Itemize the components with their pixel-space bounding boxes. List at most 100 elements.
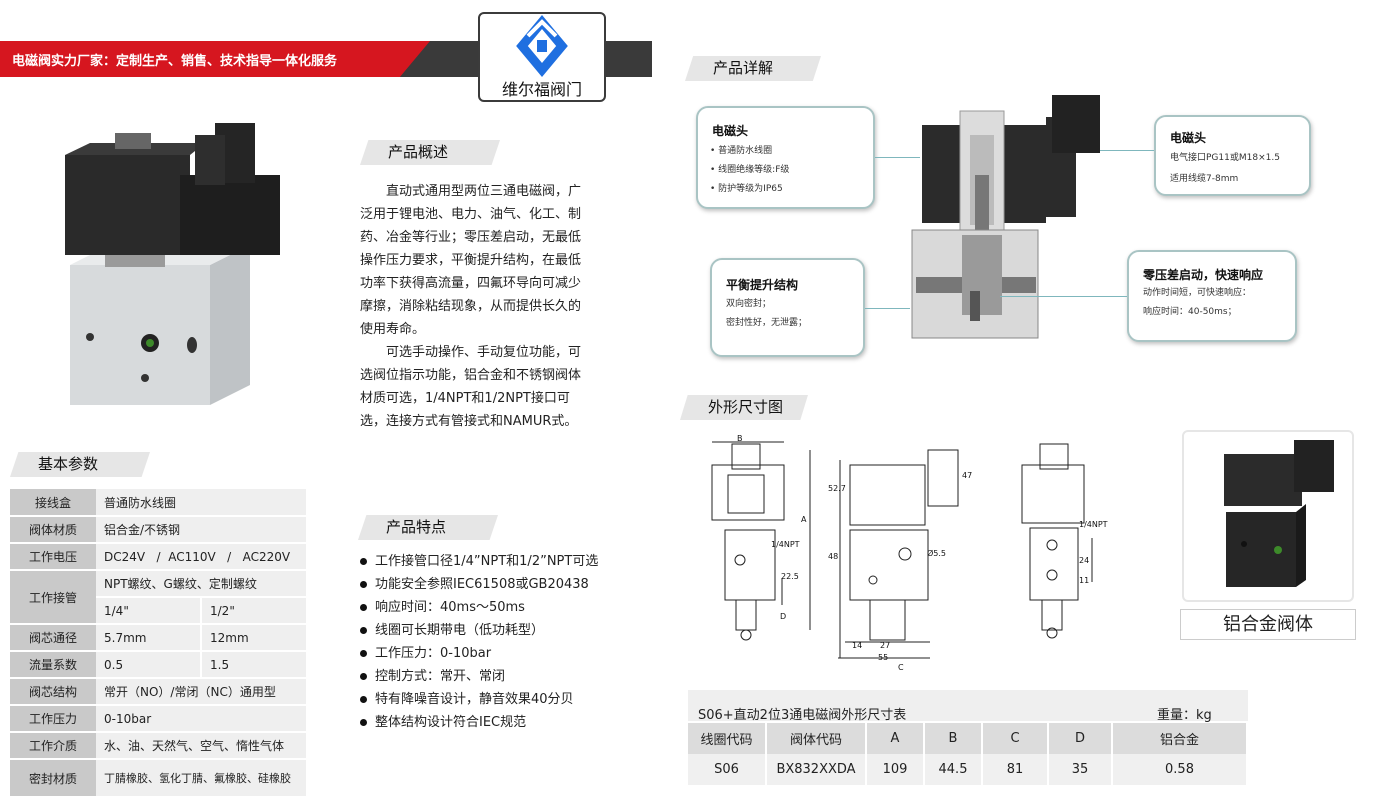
feature-item: 控制方式：常开、常闭 — [360, 665, 610, 688]
overview-line: 操作压力要求，平衡提升结构，在最低 — [360, 253, 582, 268]
overview-title: 产品概述 — [360, 140, 500, 165]
param-label: 工作介质 — [10, 732, 96, 760]
overview-line: 选阀位指示功能，铝合金和不锈钢阀体 — [360, 368, 582, 383]
features-list: 工作接管口径1/4”NPT和1/2”NPT可选功能安全参照IEC61508或GB… — [360, 550, 610, 734]
table-cell: 44.5 — [924, 754, 983, 785]
dim-label: C — [898, 663, 904, 672]
details-title: 产品详解 — [685, 56, 821, 81]
callout-balance: 平衡提升结构 双向密封； 密封性好，无泄露； — [710, 258, 865, 357]
table-cell: 0.58 — [1112, 754, 1248, 785]
logo — [478, 12, 606, 102]
callout-connector — [865, 308, 910, 309]
feature-text: 控制方式：常开、常闭 — [375, 669, 506, 684]
bullet-icon — [360, 604, 367, 611]
table-row: 密封材质丁腈橡胶、氢化丁腈、氟橡胶、硅橡胶 — [10, 759, 306, 798]
param-value: 铝合金/不锈钢 — [96, 516, 306, 544]
callout-line: 响应时间：40-50ms； — [1143, 307, 1237, 317]
dim-label: A — [801, 515, 807, 524]
dim-label: 55 — [878, 653, 889, 662]
table-header: 线圈代码 — [688, 723, 767, 754]
banner-text: 电磁阀实力厂家：定制生产、销售、技术指导一体化服务 — [12, 54, 338, 69]
param-label: 接线盒 — [10, 489, 96, 517]
table-row: 阀体材质铝合金/不锈钢 — [10, 516, 306, 544]
aluminum-body-photo — [1182, 430, 1354, 602]
param-value: 5.7mm — [96, 624, 202, 652]
callout-line: 适用线缆7-8mm — [1170, 174, 1239, 184]
callout-line: 密封性好，无泄露； — [726, 318, 808, 328]
feature-item: 特有降噪音设计，静音效果40分贝 — [360, 688, 610, 711]
dim-label: 22.5 — [781, 572, 799, 581]
table-header: 阀体代码 — [766, 723, 867, 754]
table-cell: 109 — [866, 754, 925, 785]
dimension-drawings — [711, 441, 1093, 659]
bullet-icon — [360, 696, 367, 703]
param-value: 1/2" — [201, 597, 306, 625]
param-value: 普通防水线圈 — [96, 489, 306, 517]
param-value: 0.5 — [96, 651, 202, 679]
table-row: 1/4"1/2" — [10, 597, 306, 625]
overview-line: 摩擦，消除粘结现象，从而提供长久的 — [360, 299, 582, 314]
bullet-icon — [360, 627, 367, 634]
banner-red-strip — [0, 41, 430, 77]
table-row: 接线盒普通防水线圈 — [10, 489, 306, 517]
feature-text: 响应时间：40ms～50ms — [375, 600, 525, 615]
photo-caption: 铝合金阀体 — [1180, 609, 1356, 640]
table-header: A — [866, 723, 925, 754]
table-cell: S06 — [688, 754, 767, 785]
overview-line: 药、冶金等行业；零压差启动，无最低 — [360, 230, 582, 245]
dim-label: 52.7 — [828, 484, 846, 493]
table-row: 阀芯结构常开（NO）/常闭（NC）通用型 — [10, 678, 306, 706]
table-cell: 81 — [982, 754, 1049, 785]
feature-text: 工作接管口径1/4”NPT和1/2”NPT可选 — [375, 554, 599, 569]
table-header: B — [924, 723, 983, 754]
feature-text: 线圈可长期带电（低功耗型） — [375, 623, 545, 638]
params-title: 基本参数 — [10, 452, 150, 477]
callout-connector — [1100, 150, 1154, 151]
table-row: 工作介质水、油、天然气、空气、惰性气体 — [10, 732, 306, 760]
param-label: 阀体材质 — [10, 516, 96, 544]
dim-label: 14 — [852, 641, 863, 650]
overview-line: 功率下获得高流量，四氟环导向可减少 — [360, 276, 582, 291]
feature-item: 线圈可长期带电（低功耗型） — [360, 619, 610, 642]
feature-text: 特有降噪音设计，静音效果40分贝 — [375, 692, 574, 707]
bullet-icon — [360, 673, 367, 680]
overview-line: 选，连接方式有管接式和NAMUR式。 — [360, 414, 578, 429]
feature-item: 整体结构设计符合IEC规范 — [360, 711, 610, 734]
valve-product-image — [65, 123, 280, 405]
param-value: 常开（NO）/常闭（NC）通用型 — [96, 678, 306, 706]
dim-label: 1/4NPT — [1079, 520, 1108, 529]
callout-line: • 防护等级为IP65 — [710, 184, 783, 194]
feature-item: 工作接管口径1/4”NPT和1/2”NPT可选 — [360, 550, 610, 573]
param-label: 工作压力 — [10, 705, 96, 733]
callout-connector — [1000, 296, 1127, 297]
table-header: C — [982, 723, 1049, 754]
dim-label: 11 — [1079, 576, 1090, 585]
table-row: 线圈代码 阀体代码 A B C D 铝合金 — [688, 723, 1248, 754]
table-header: 铝合金 — [1112, 723, 1248, 754]
param-value: NPT螺纹、G螺纹、定制螺纹 — [96, 570, 306, 598]
bullet-icon — [360, 558, 367, 565]
dim-label: 1/4NPT — [771, 540, 800, 549]
table-header: D — [1048, 723, 1113, 754]
param-label: 阀芯结构 — [10, 678, 96, 706]
dim-label: Ø5.5 — [927, 549, 947, 558]
feature-text: 功能安全参照IEC61508或GB20438 — [375, 577, 589, 592]
dim-label: 48 — [828, 552, 839, 561]
dim-label: B — [737, 434, 743, 443]
callout-line: 动作时间短，可快速响应： — [1143, 288, 1252, 298]
callout-line: 双向密封； — [726, 299, 772, 309]
dim-table-weight: 重量：kg — [1157, 708, 1212, 723]
param-value: 1/4" — [96, 597, 202, 625]
table-cell: BX832XXDA — [766, 754, 867, 785]
bullet-icon — [360, 581, 367, 588]
param-label: 密封材质 — [10, 759, 96, 798]
table-cell: 35 — [1048, 754, 1113, 785]
features-title: 产品特点 — [358, 515, 498, 540]
param-label: 流量系数 — [10, 651, 96, 679]
dim-table-title: S06+直动2位3通电磁阀外形尺寸表 — [698, 708, 907, 723]
callout-title: 平衡提升结构 — [726, 278, 799, 292]
overview-text: 直动式通用型两位三通电磁阀，广泛用于锂电池、电力、油气、化工、制药、冶金等行业；… — [360, 180, 590, 433]
